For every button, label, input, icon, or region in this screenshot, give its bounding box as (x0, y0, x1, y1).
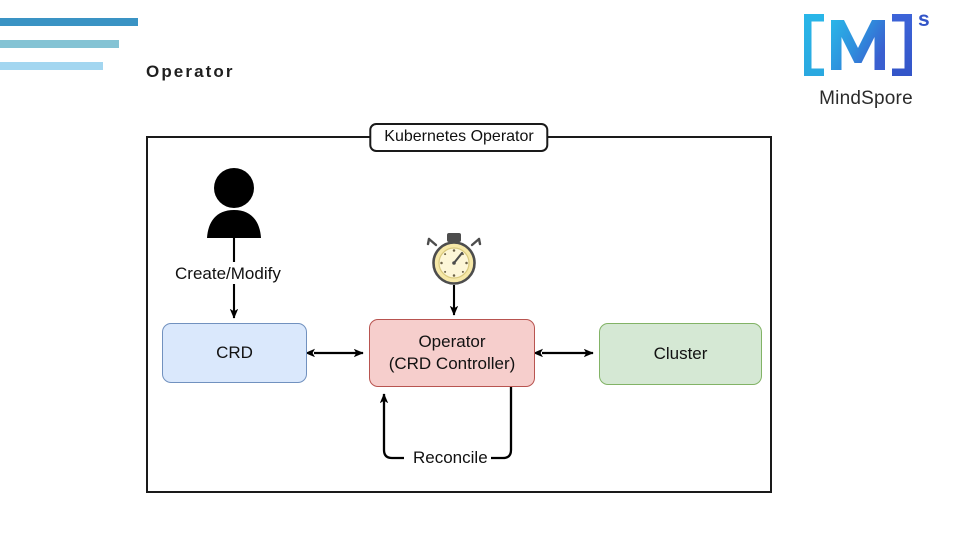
mindspore-logo: s MindSpore (786, 4, 946, 116)
mindspore-bracket-m-logo-icon: s (804, 8, 930, 76)
accent-bar-medium-blue (0, 40, 119, 48)
edge-label-create-modify: Create/Modify (172, 264, 284, 284)
kubernetes-operator-diagram: Kubernetes Operator (146, 123, 772, 493)
person-silhouette-icon (207, 168, 261, 238)
node-cluster[interactable]: Cluster (599, 323, 762, 385)
page-title: Operator (146, 62, 235, 81)
node-operator-label-line-2: (CRD Controller) (388, 354, 516, 373)
diagram-title-chip: Kubernetes Operator (369, 123, 549, 152)
accent-bar-dark-blue (0, 18, 138, 26)
node-crd-label: CRD (216, 343, 253, 363)
node-operator[interactable]: Operator (CRD Controller) (369, 319, 535, 387)
accent-bar-light-blue (0, 62, 103, 70)
stopwatch-icon (426, 233, 482, 285)
node-crd[interactable]: CRD (162, 323, 307, 383)
edge-label-reconcile: Reconcile (410, 448, 491, 468)
svg-text:s: s (918, 8, 930, 31)
logo-wordmark: MindSpore (819, 88, 913, 109)
decorative-accent-bars (0, 18, 150, 78)
node-operator-label-line-1: Operator (418, 332, 486, 352)
diagram-connectors-layer (207, 168, 594, 460)
node-cluster-label: Cluster (653, 344, 708, 364)
